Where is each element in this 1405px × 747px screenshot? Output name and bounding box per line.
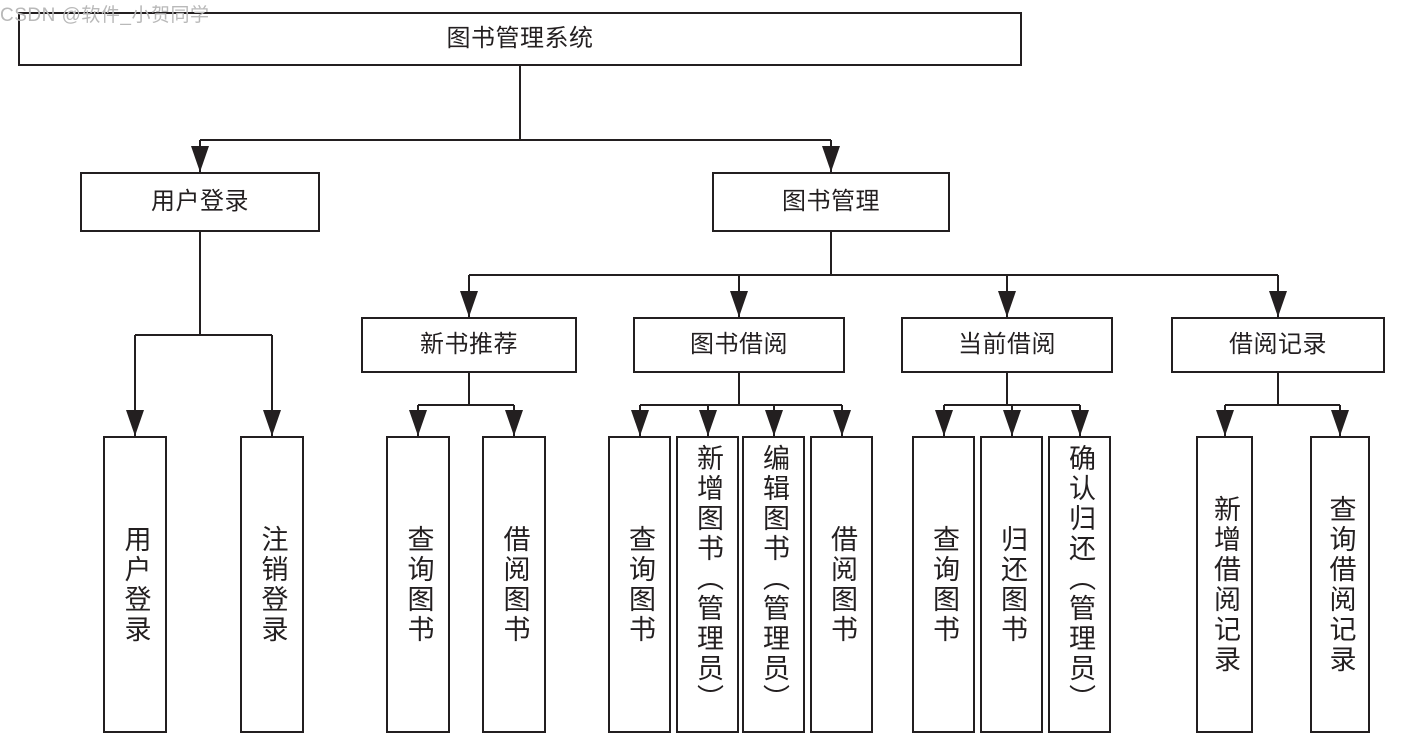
arrowhead	[1269, 291, 1287, 317]
node-label: 注销登录	[257, 524, 288, 645]
node-label: 新增图书（管理员）	[693, 444, 723, 714]
arrowhead	[409, 410, 427, 436]
node-label: 归还图书	[997, 524, 1027, 645]
arrowhead	[765, 410, 783, 436]
node-label: 编辑图书（管理员）	[759, 444, 789, 714]
node-label: 借阅记录	[1229, 330, 1327, 358]
arrowhead	[1003, 410, 1021, 436]
node-label: 查询借阅记录	[1325, 494, 1356, 675]
node-c-return[interactable]: 归还图书	[980, 436, 1043, 733]
arrowhead	[1216, 410, 1234, 436]
node-l-logout[interactable]: 注销登录	[240, 436, 304, 733]
node-label: 图书借阅	[690, 330, 788, 358]
node-label: 确认归还（管理员）	[1065, 444, 1095, 714]
node-label: 当前借阅	[958, 330, 1056, 358]
node-label: 借阅图书	[827, 524, 857, 645]
node-label: 新书推荐	[420, 330, 518, 358]
watermark: CSDN @软件_小贺同学	[0, 5, 210, 26]
arrowhead	[822, 146, 840, 172]
arrowhead	[263, 410, 281, 436]
node-login[interactable]: 用户登录	[80, 172, 320, 232]
node-label: 查询图书	[929, 524, 959, 645]
node-label: 用户登录	[151, 187, 249, 215]
node-label: 图书管理系统	[446, 24, 594, 52]
arrowhead	[833, 410, 851, 436]
node-b-edit[interactable]: 编辑图书（管理员）	[742, 436, 805, 733]
node-r-add[interactable]: 新增借阅记录	[1196, 436, 1253, 733]
node-b-lend[interactable]: 借阅图书	[810, 436, 873, 733]
node-b-add[interactable]: 新增图书（管理员）	[676, 436, 739, 733]
arrowhead	[505, 410, 523, 436]
node-r-query[interactable]: 查询借阅记录	[1310, 436, 1370, 733]
node-bookmgmt[interactable]: 图书管理	[712, 172, 950, 232]
arrowhead	[631, 410, 649, 436]
node-borrow[interactable]: 图书借阅	[633, 317, 845, 373]
node-root[interactable]: 图书管理系统	[18, 12, 1022, 66]
arrowhead	[935, 410, 953, 436]
node-n-query[interactable]: 查询图书	[386, 436, 450, 733]
arrowhead	[126, 410, 144, 436]
arrowhead	[191, 146, 209, 172]
node-newbook[interactable]: 新书推荐	[361, 317, 577, 373]
arrowhead	[1331, 410, 1349, 436]
arrowhead	[730, 291, 748, 317]
node-label: 借阅图书	[499, 524, 530, 645]
arrowhead	[460, 291, 478, 317]
node-current[interactable]: 当前借阅	[901, 317, 1113, 373]
node-c-query[interactable]: 查询图书	[912, 436, 975, 733]
node-c-confirm[interactable]: 确认归还（管理员）	[1048, 436, 1111, 733]
node-b-query[interactable]: 查询图书	[608, 436, 671, 733]
node-records[interactable]: 借阅记录	[1171, 317, 1385, 373]
arrowhead	[998, 291, 1016, 317]
node-label: 图书管理	[782, 187, 880, 215]
node-label: 用户登录	[120, 524, 151, 645]
arrowhead	[699, 410, 717, 436]
node-label: 查询图书	[625, 524, 655, 645]
arrowhead	[1071, 410, 1089, 436]
node-label: 查询图书	[403, 524, 434, 645]
node-n-borrow[interactable]: 借阅图书	[482, 436, 546, 733]
node-l-login[interactable]: 用户登录	[103, 436, 167, 733]
node-label: 新增借阅记录	[1210, 494, 1240, 675]
